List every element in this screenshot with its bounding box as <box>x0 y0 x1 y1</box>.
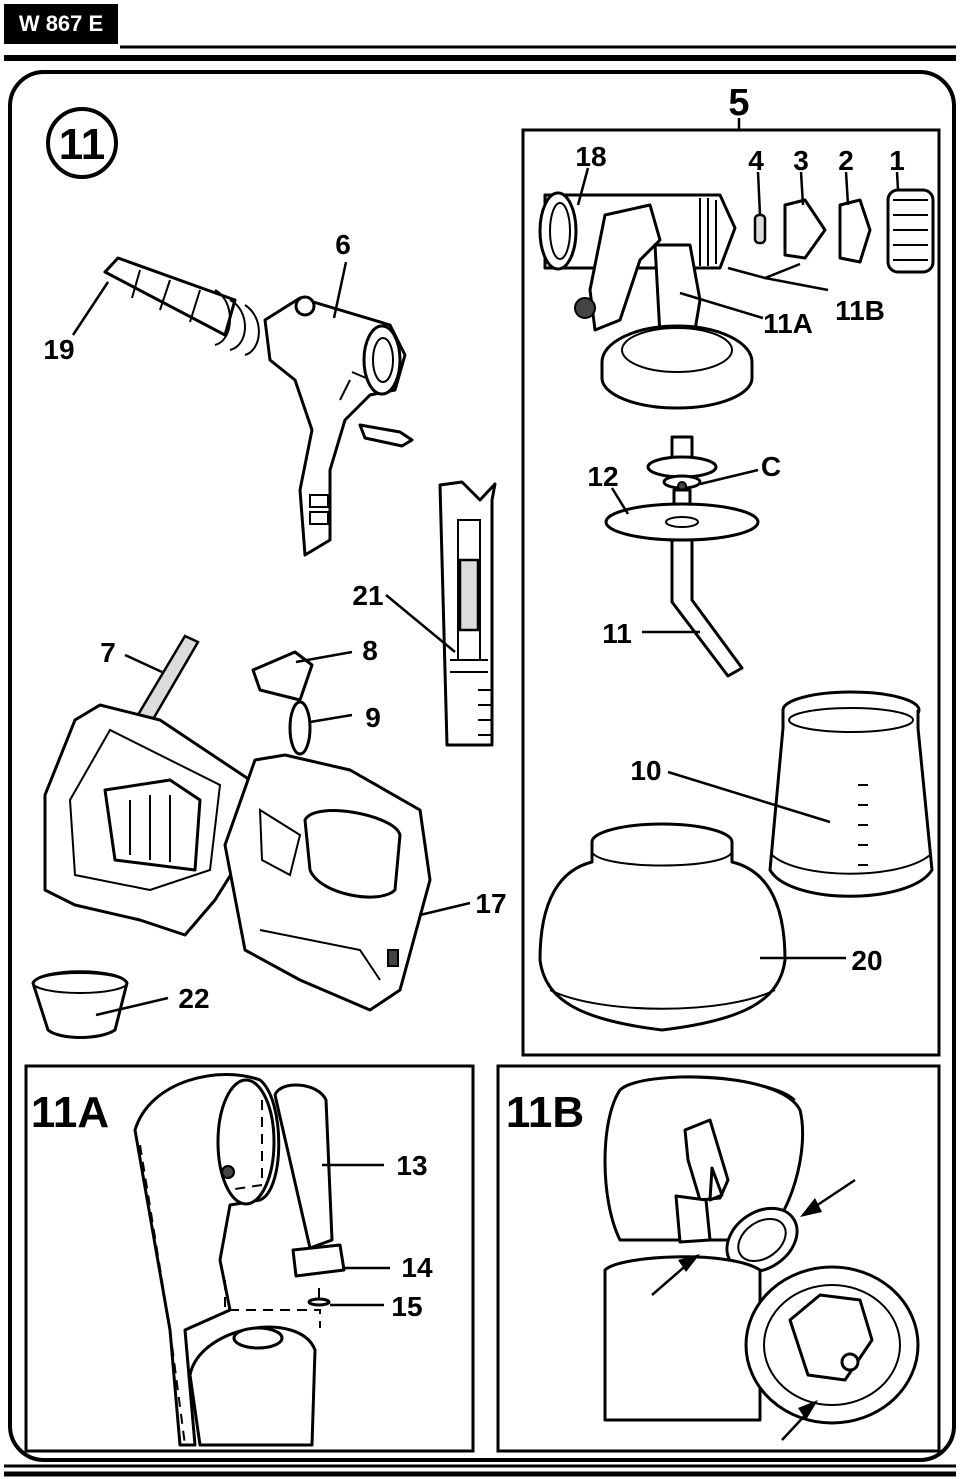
detail-11a-drawing <box>133 1072 346 1447</box>
detail-11b-title: 11B <box>506 1088 584 1137</box>
label-12: 12 <box>587 461 618 492</box>
detail-11b-box <box>496 1064 941 1453</box>
label-2: 2 <box>838 145 854 176</box>
label-18: 18 <box>575 141 606 172</box>
assembly-group-number: 5 <box>728 82 749 124</box>
label-14: 14 <box>401 1252 433 1283</box>
label-13: 13 <box>396 1150 427 1181</box>
label-3: 3 <box>793 145 809 176</box>
storage-case-drawing <box>31 634 432 1039</box>
figure-frame <box>8 70 956 1462</box>
assembly-5-box: 5 <box>521 82 941 1057</box>
detail-11b-arrows <box>651 1178 856 1441</box>
header-rules <box>4 45 956 1477</box>
figure-number-badge: 11 <box>46 107 118 179</box>
label-17: 17 <box>475 888 506 919</box>
label-19: 19 <box>43 334 74 365</box>
label-9: 9 <box>365 702 381 733</box>
label-11: 11 <box>602 618 632 649</box>
label-11a: 11A <box>763 308 813 339</box>
label-20: 20 <box>851 945 882 976</box>
label-8: 8 <box>362 635 378 666</box>
detail-11a-title: 11A <box>31 1088 109 1137</box>
detail-11a-box <box>24 1064 475 1453</box>
label-1: 1 <box>889 145 905 176</box>
spray-gun-drawing <box>103 256 414 557</box>
label-21: 21 <box>352 580 383 611</box>
label-22: 22 <box>178 983 209 1014</box>
spray-attachment-drawing <box>538 188 935 1032</box>
label-7: 7 <box>100 637 116 668</box>
viscosity-tester-drawing <box>438 480 497 747</box>
label-11b: 11B <box>835 295 885 326</box>
figure-number: 11 <box>59 120 106 169</box>
label-10: 10 <box>630 755 661 786</box>
label-15: 15 <box>391 1291 422 1322</box>
label-c: C <box>761 451 781 482</box>
label-4: 4 <box>748 145 764 176</box>
model-tag: W 867 E <box>4 4 118 44</box>
detail-11b-drawing <box>603 1075 920 1425</box>
label-6: 6 <box>335 229 351 260</box>
